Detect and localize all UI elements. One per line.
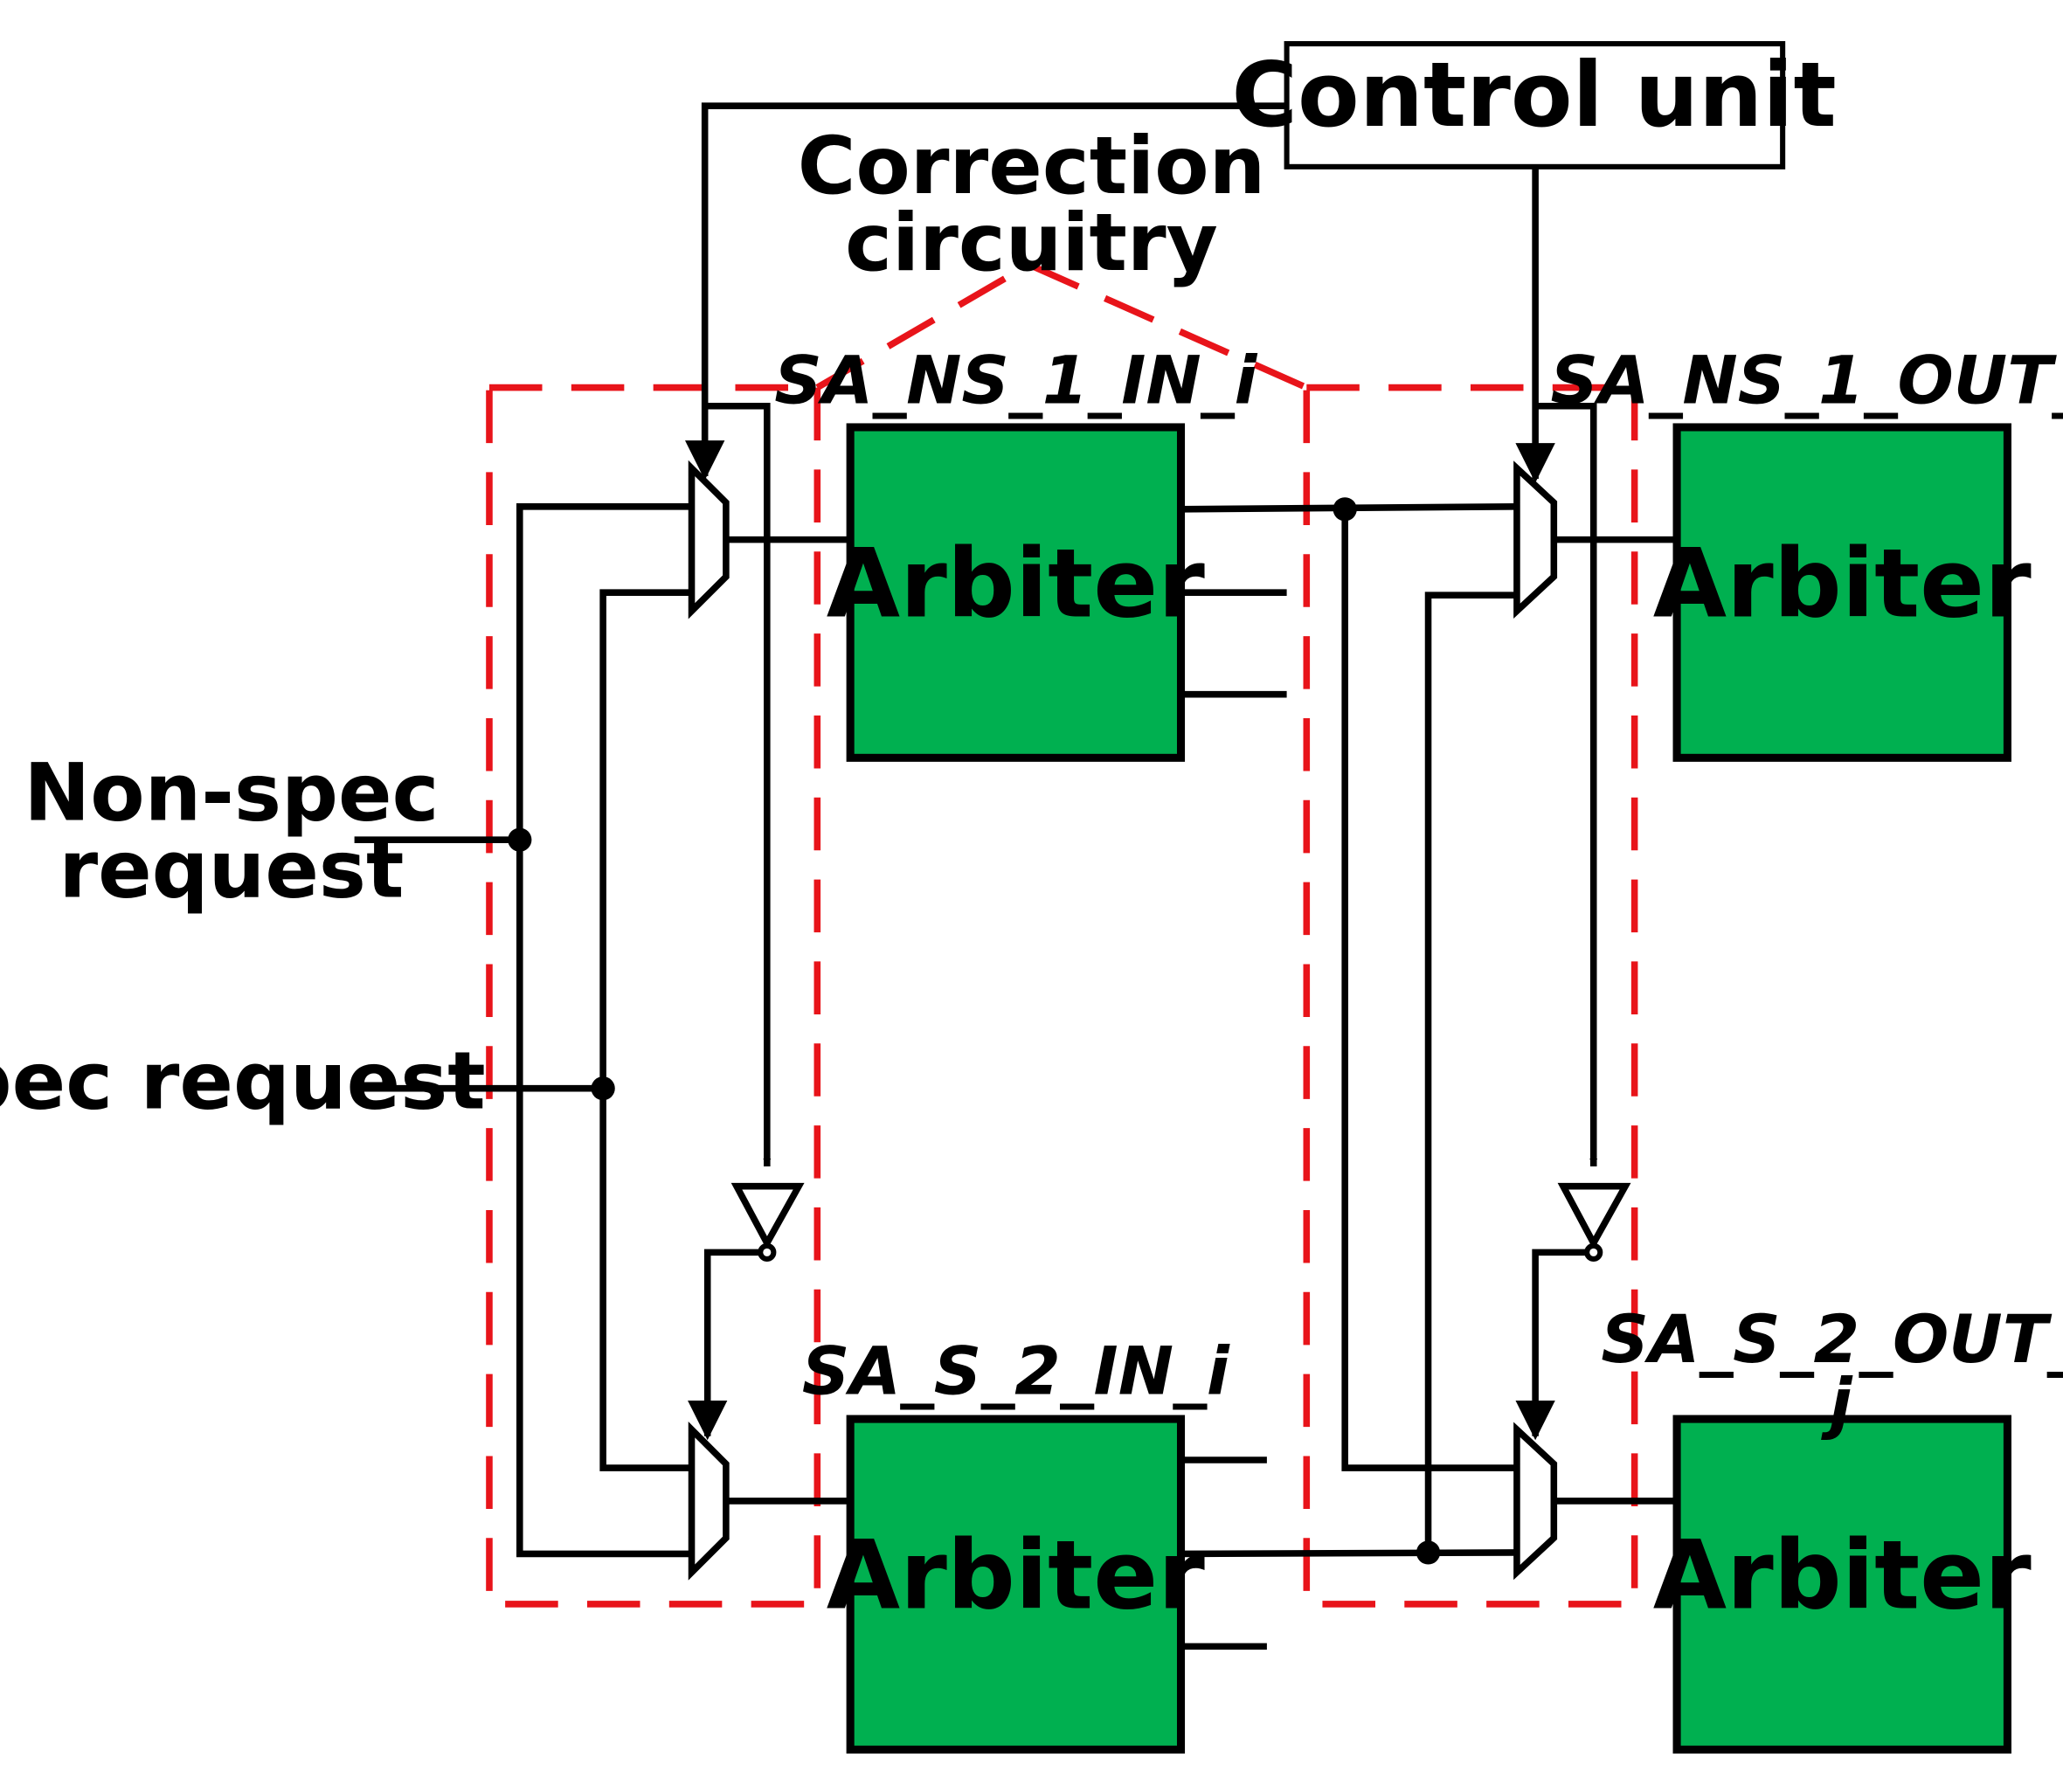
correction-label-line1: Correction xyxy=(798,121,1266,212)
inverter-symbol xyxy=(730,1182,1631,1262)
correction-circuitry-outline xyxy=(486,260,1638,1608)
non-spec-request-label-line2: request xyxy=(59,824,404,916)
arbiter-ns-in: Arbiter xyxy=(827,423,1205,762)
junction-dot xyxy=(508,497,1441,1565)
arbiter-label: Arbiter xyxy=(1653,528,2032,639)
sa-s-2-in-label: SA_S_2_IN_i xyxy=(802,1332,1230,1409)
multiplexer-symbol xyxy=(688,460,1558,1581)
spec-request-label: Spec request xyxy=(0,1035,486,1127)
wires xyxy=(354,102,1678,1650)
non-spec-request-label-line1: Non-spec xyxy=(24,747,439,839)
arbiter-s-out: Arbiter xyxy=(1653,1415,2032,1754)
sa-s-2-out-label-line1: SA_S_2_OUT_ xyxy=(1601,1301,2063,1378)
arbiter-s-in: Arbiter xyxy=(827,1415,1205,1754)
arbiter-ns-out: Arbiter xyxy=(1653,423,2032,762)
sa-ns-1-out-label: SA_NS_1_OUT_ j xyxy=(1551,342,2063,419)
correction-label-line2: circuitry xyxy=(845,197,1218,289)
arbiter-label: Arbiter xyxy=(1653,1519,2032,1630)
control-unit-label: Control unit xyxy=(1232,43,1837,148)
sa-ns-1-in-label: SA_NS_1_IN_i xyxy=(774,342,1257,419)
arbiter-label: Arbiter xyxy=(827,528,1205,639)
control-unit: Control unit xyxy=(1232,41,1837,170)
arbiter-label: Arbiter xyxy=(827,1519,1205,1630)
